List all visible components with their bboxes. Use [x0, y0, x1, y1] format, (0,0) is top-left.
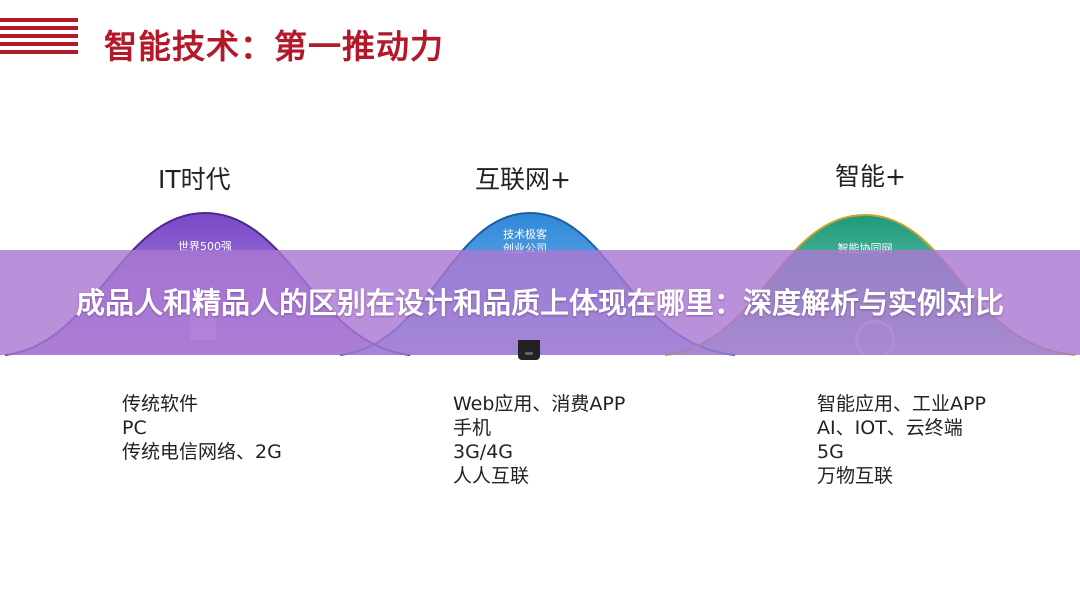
column-title-smart-plus: 智能+	[835, 162, 906, 191]
column-title-it-era: IT时代	[158, 165, 231, 194]
list-item: 人人互联	[453, 465, 530, 487]
list-item: 3G/4G	[453, 441, 514, 463]
list-item: PC	[122, 417, 147, 439]
title-stripes-decoration	[0, 18, 78, 63]
list-item: 手机	[453, 417, 492, 439]
list-item: 传统软件	[122, 393, 199, 415]
column-list-it-era: 传统软件 PC 传统电信网络、2G	[122, 392, 282, 464]
column-title-internet-plus: 互联网+	[475, 165, 571, 194]
curve-label-it-era: 世界500强	[178, 240, 232, 253]
smartphone-icon	[518, 340, 540, 360]
slide-title: 智能技术：第一推动力	[104, 27, 444, 66]
column-list-internet-plus: Web应用、消费APP 手机 3G/4G 人人互联	[453, 392, 625, 488]
list-item: Web应用、消费APP	[453, 393, 626, 415]
list-item: 传统电信网络、2G	[122, 441, 282, 463]
list-item: 智能应用、工业APP	[817, 393, 986, 415]
article-title-banner: 成品人和精品人的区别在设计和品质上体现在哪里：深度解析与实例对比	[0, 250, 1080, 355]
list-item: AI、IOT、云终端	[817, 417, 963, 439]
column-list-smart-plus: 智能应用、工业APP AI、IOT、云终端 5G 万物互联	[817, 392, 986, 488]
list-item: 万物互联	[817, 465, 894, 487]
article-title: 成品人和精品人的区别在设计和品质上体现在哪里：深度解析与实例对比	[75, 285, 1004, 320]
list-item: 5G	[817, 441, 844, 463]
